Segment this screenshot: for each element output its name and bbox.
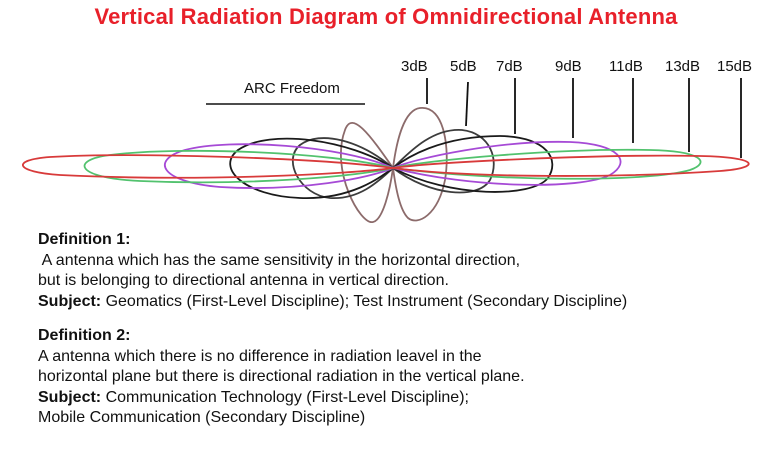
radiation-patterns <box>22 107 750 223</box>
diagram-title: Vertical Radiation Diagram of Omnidirect… <box>94 4 678 29</box>
definition-2: Definition 2: A antenna which there is n… <box>38 326 627 429</box>
definition-1: Definition 1: A antenna which has the sa… <box>38 230 627 312</box>
definition-2-subject-line-2: Mobile Communication (Secondary Discipli… <box>38 409 366 426</box>
definition-1-title: Definition 1: <box>38 231 131 248</box>
definition-2-subject: Subject: Communication Technology (First… <box>38 388 627 409</box>
definition-2-title: Definition 2: <box>38 327 131 344</box>
definition-1-subject-value: Geomatics (First-Level Discipline); Test… <box>101 292 628 310</box>
gain-label-7db: 7dB <box>496 58 523 75</box>
definition-2-subject-value: Communication Technology (First-Level Di… <box>101 388 469 406</box>
gain-label-13db: 13dB <box>665 58 700 75</box>
gain-label-9db: 9dB <box>555 58 582 75</box>
definition-1-line-1: A antenna which has the same sensitivity… <box>38 251 521 269</box>
radiation-diagram: ARC Freedom 3dB 5dB 7dB 9dB 11dB 13dB 15… <box>22 58 752 223</box>
gain-label-11db: 11dB <box>609 58 643 75</box>
gain-label-15db: 15dB <box>717 58 752 75</box>
pattern-15db <box>22 154 750 179</box>
leader-line-5db <box>465 81 469 127</box>
gain-label-3db: 3dB <box>401 58 428 75</box>
definition-1-line-2: but is belonging to directional antenna … <box>38 272 449 289</box>
definition-2-line-2: horizontal plane but there is directiona… <box>38 368 525 385</box>
arc-freedom-label: ARC Freedom <box>244 80 340 97</box>
pattern-3db <box>340 107 448 223</box>
gain-label-5db: 5dB <box>450 58 477 75</box>
definition-2-line-1: A antenna which there is no difference i… <box>38 347 482 365</box>
gain-leader-lines <box>426 78 742 158</box>
definition-1-subject: Subject: Geomatics (First-Level Discipli… <box>38 292 627 313</box>
definition-2-subject-key: Subject: <box>38 388 102 406</box>
definitions: Definition 1: A antenna which has the sa… <box>38 230 627 429</box>
definition-1-subject-key: Subject: <box>38 292 102 310</box>
